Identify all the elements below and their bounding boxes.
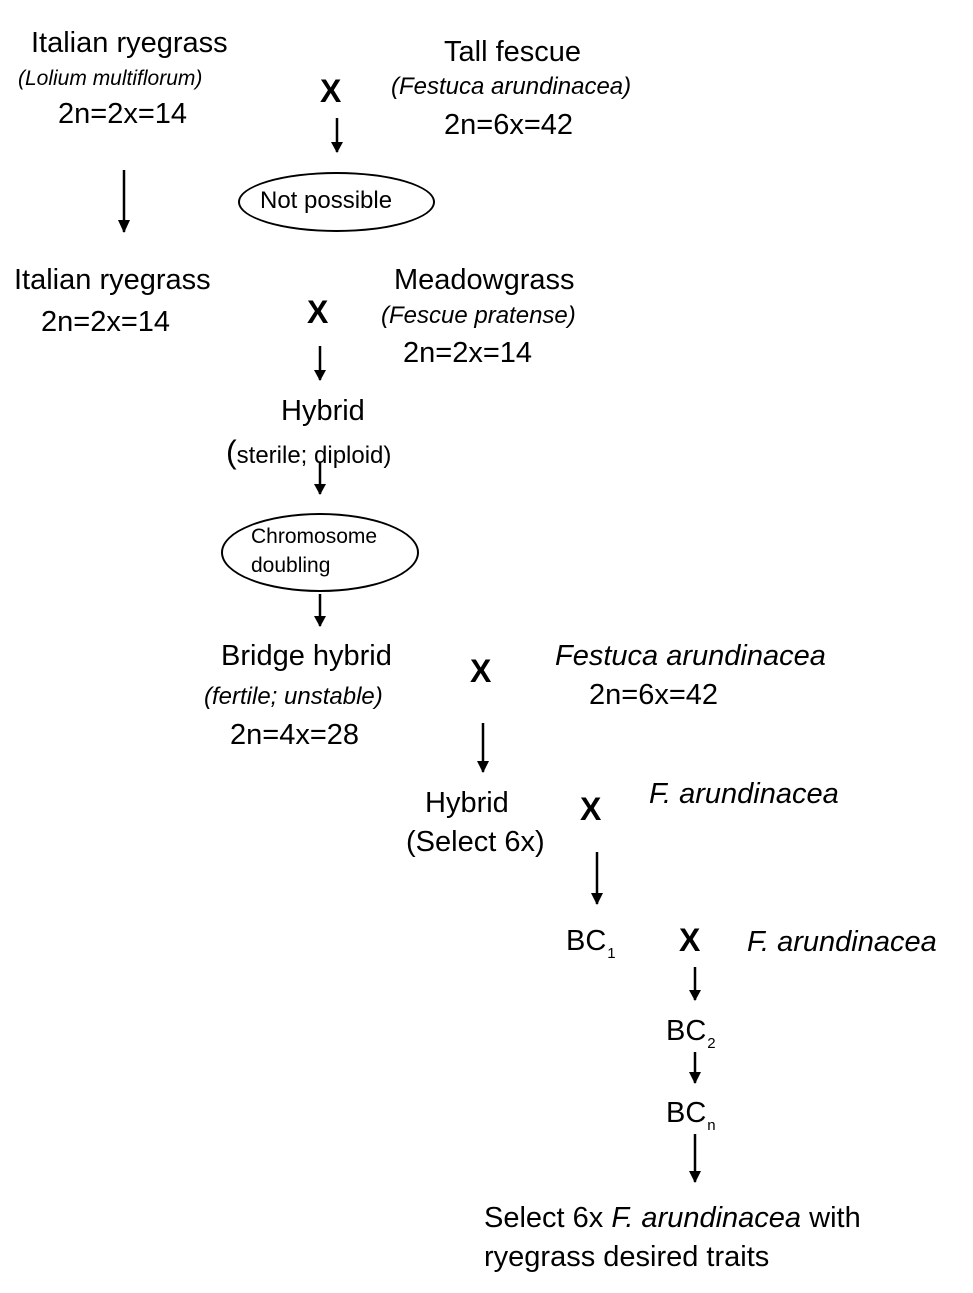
f-arundinacea-label-2: F. arundinacea [747,926,937,958]
hybrid-label-2: Hybrid [425,787,509,819]
cross-symbol-2: X [307,294,329,330]
lolium-multiflorum-label: (Lolium multiflorum) [18,67,203,90]
bc1-label: BC1 [566,925,616,962]
arrowhead [689,1072,701,1084]
bc2-label: BC2 [666,1015,716,1052]
arrowhead [314,484,326,495]
arrowhead [331,142,343,153]
arrowhead [591,893,603,905]
italian-ryegrass-label-2: Italian ryegrass [14,264,211,296]
bridge-hybrid-note: (fertile; unstable) [204,683,383,710]
italian-ryegrass-label: Italian ryegrass [31,27,228,59]
arrowhead [689,1171,701,1183]
cross-symbol: X [320,73,342,109]
bcn-subscript: n [707,1117,716,1134]
final-pre: Select 6x [484,1202,612,1234]
tall-fescue-label: Tall fescue [444,36,582,68]
chromosome-doubling-ellipse [221,513,419,592]
bcn-base: BC [666,1097,707,1129]
festuca-arundinacea-label: (Festuca arundinacea) [391,73,632,100]
final-selection-line1: Select 6x F. arundinacea with [484,1204,861,1233]
meadowgrass-label: Meadowgrass [394,264,575,296]
bc1-base: BC [566,925,607,957]
not-possible-label: Not possible [260,187,393,214]
bc2-base: BC [666,1015,707,1047]
not-possible-ellipse [238,172,435,232]
bc1-subscript: 1 [607,945,616,962]
cross-symbol-3: X [470,653,492,689]
chromosome-doubling-line1: Chromosome [251,525,378,548]
ryegrass-chromosome-formula: 2n=2x=14 [58,98,188,130]
arrowhead [314,370,326,381]
final-selection-line2: ryegrass desired traits [484,1241,770,1273]
hybrid-note-text: sterile; diploid) [236,442,392,469]
hybrid-note-paren: ( [226,434,237,470]
arrowhead [314,616,326,627]
f-arundinacea-label: F. arundinacea [649,778,839,810]
festuca-chromosome-formula: 2n=6x=42 [589,679,719,711]
bc2-subscript: 2 [707,1035,716,1052]
bridge-hybrid-label: Bridge hybrid [221,640,392,672]
final-post: with [801,1202,861,1234]
hybrid-label: Hybrid [281,395,365,427]
tall-fescue-chromosome-formula: 2n=6x=42 [444,109,574,141]
arrowhead [689,990,701,1001]
meadowgrass-chromosome-formula: 2n=2x=14 [403,337,533,369]
bcn-label: BCn [666,1097,716,1134]
ryegrass-chromosome-formula-2: 2n=2x=14 [41,306,171,338]
bridge-hybrid-chromosome-formula: 2n=4x=28 [230,719,360,751]
final-species: F. arundinacea [611,1202,802,1234]
hybrid-note: (sterile; diploid) [226,436,391,468]
select-6x-note: (Select 6x) [406,826,545,858]
chromosome-doubling-line2: doubling [251,554,331,577]
arrowhead [477,761,489,773]
festuca-arundinacea-label-2: Festuca arundinacea [555,640,826,672]
arrowhead [118,220,130,233]
cross-symbol-4: X [580,791,602,827]
fescue-pratense-label: (Fescue pratense) [381,302,576,329]
cross-symbol-5: X [679,922,701,958]
